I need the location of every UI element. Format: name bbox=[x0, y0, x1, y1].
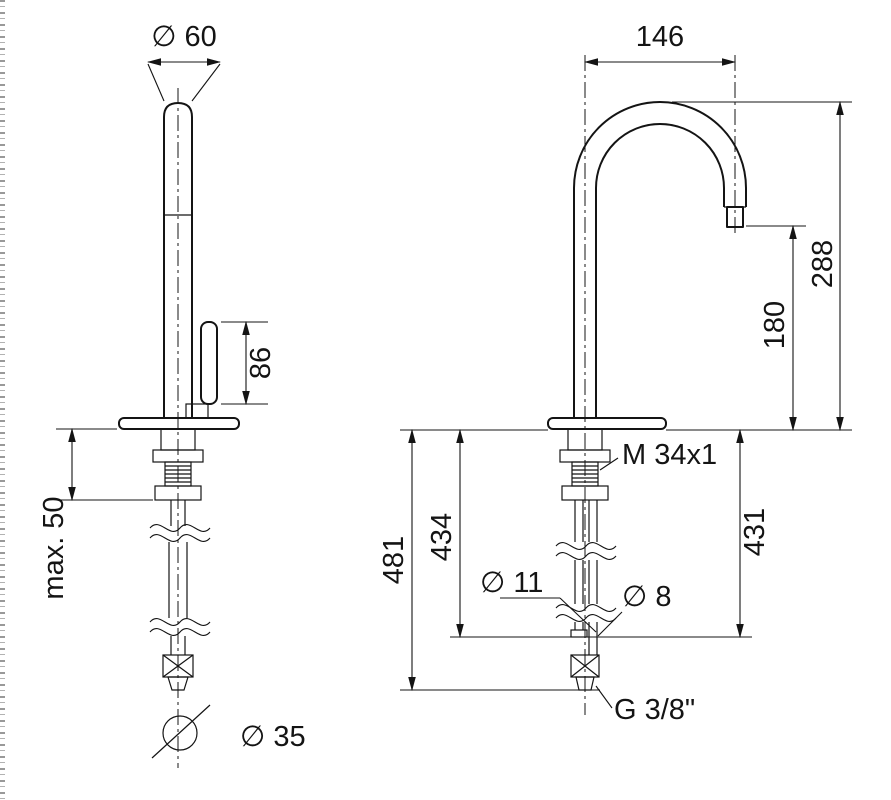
mounting-nut-side bbox=[154, 485, 202, 501]
dim-reach-label: 146 bbox=[636, 21, 684, 53]
break-line bbox=[555, 614, 617, 622]
dim-height-total-label: 288 bbox=[807, 240, 839, 288]
dim-hose-diameter-b-label: ∅ 8 bbox=[622, 581, 671, 613]
dim-height-outlet: 180 bbox=[746, 224, 806, 432]
handle-base bbox=[185, 403, 209, 419]
dim-hole-diameter-label: ∅ 35 bbox=[240, 721, 306, 753]
scan-edge-artifact bbox=[0, 0, 5, 800]
break-line bbox=[149, 524, 211, 532]
dim-mounting-depth-label: max. 50 bbox=[38, 496, 70, 599]
dim-spout-diameter-label: ∅ 60 bbox=[151, 21, 217, 53]
dim-handle-length: 86 bbox=[221, 320, 277, 406]
base-plate-front bbox=[547, 417, 667, 430]
dim-handle-length-label: 86 bbox=[245, 347, 277, 379]
break-line bbox=[555, 604, 617, 612]
dim-reach: 146 bbox=[583, 21, 737, 66]
dim-hose-diameter-b: ∅ 8 bbox=[597, 581, 671, 637]
dim-hose-diameter-a-label: ∅ 11 bbox=[480, 567, 543, 599]
dim-connection-label: G 3/8" bbox=[614, 694, 695, 726]
break-line bbox=[149, 618, 211, 626]
spout-body-side bbox=[163, 102, 193, 418]
dim-height-total: 288 bbox=[666, 100, 852, 432]
break-line bbox=[149, 628, 211, 636]
break-line bbox=[149, 534, 211, 542]
dim-height-outlet-label: 180 bbox=[759, 301, 791, 349]
hole-leader-slash bbox=[151, 704, 211, 759]
side-view bbox=[118, 88, 240, 768]
dim-thread: M 34x1 bbox=[599, 439, 717, 471]
hoses-front bbox=[555, 500, 617, 691]
dim-thread-label: M 34x1 bbox=[622, 439, 717, 471]
spout-inner-front bbox=[595, 123, 725, 418]
handle-lever bbox=[200, 321, 218, 405]
dim-hose-b: 431 bbox=[736, 428, 771, 639]
connector-tip-side bbox=[167, 676, 189, 691]
hose-side bbox=[149, 500, 211, 691]
thread-lines-front bbox=[572, 465, 598, 483]
break-line bbox=[555, 552, 617, 560]
dim-hose-a: 434 bbox=[426, 428, 752, 639]
thread-lines-side bbox=[165, 465, 191, 483]
dim-hose-a-label: 434 bbox=[426, 513, 458, 561]
dim-spout-diameter: ∅ 60 bbox=[146, 21, 222, 102]
dim-hose-diameter-a: ∅ 11 bbox=[480, 567, 597, 633]
dim-connection: G 3/8" bbox=[595, 685, 695, 726]
outlet-nozzle bbox=[726, 206, 744, 228]
front-view bbox=[547, 55, 747, 715]
mounting-hole bbox=[162, 715, 198, 751]
dim-hose-total: 481 bbox=[378, 428, 600, 692]
base-plate-side bbox=[118, 417, 240, 430]
spout-outer-front bbox=[573, 101, 747, 418]
dim-hose-total-label: 481 bbox=[378, 536, 410, 584]
dim-mounting-depth: max. 50 bbox=[38, 427, 153, 600]
break-line bbox=[555, 542, 617, 550]
dim-hole-diameter: ∅ 35 bbox=[240, 721, 306, 753]
mounting-nut-front bbox=[561, 485, 609, 501]
dim-hose-b-label: 431 bbox=[739, 508, 771, 556]
